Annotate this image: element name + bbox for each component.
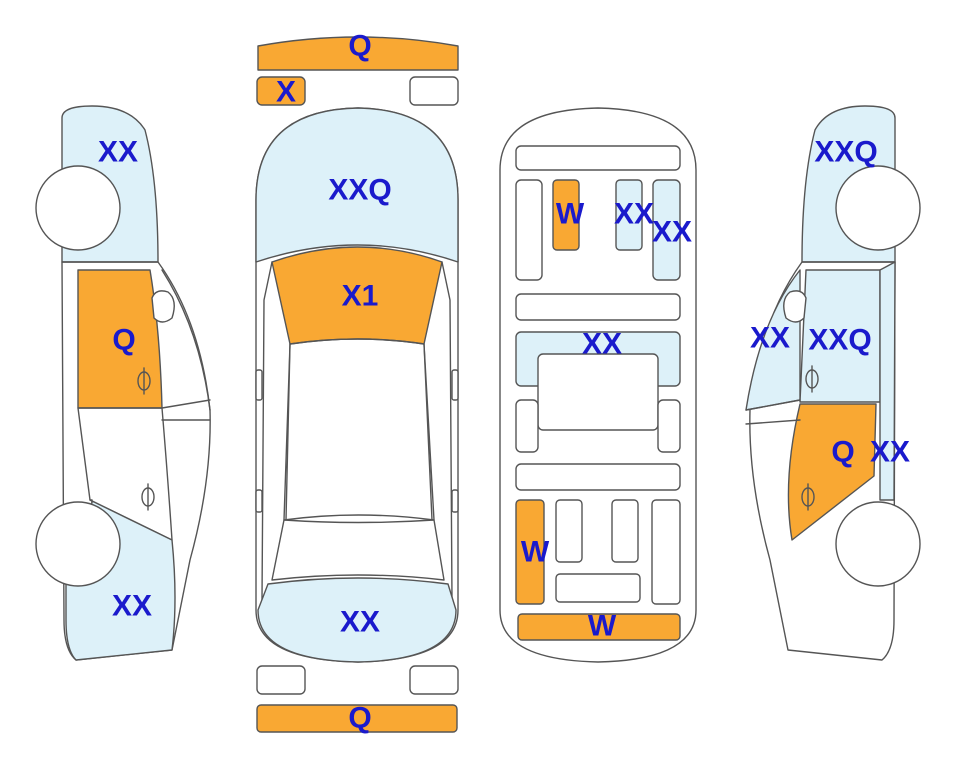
damage-labels: Q X XXQ X1 XX Q XX Q XX W XX XX XX W W X… (98, 30, 910, 735)
left-handle (255, 489, 263, 513)
roof-panel (283, 338, 435, 524)
label-right-front-door: XXQ (808, 324, 871, 357)
floor-rear-seat-1 (555, 499, 583, 563)
floor-rear-bar-small (555, 573, 641, 603)
rear-plate-right[interactable] (409, 665, 459, 695)
label-rear-bumper: Q (348, 702, 371, 735)
top-view (255, 36, 459, 733)
floor-right-seat[interactable] (652, 179, 681, 281)
label-right-rear-quarter: XX (870, 436, 910, 469)
floor-outline (499, 107, 697, 663)
right-belt-line-2 (745, 419, 801, 425)
left-mirror-side (151, 290, 175, 323)
label-floor-rear-left: W (521, 536, 550, 569)
label-left-rear-quarter: XX (112, 590, 152, 623)
floor-rear-bar[interactable] (517, 613, 681, 641)
right-mirror-side (783, 290, 807, 323)
label-floor-rear-bar: W (588, 610, 617, 643)
label-top-bumper-front: Q (348, 30, 371, 63)
front-bumper-bar[interactable] (257, 36, 459, 71)
floor-view (499, 107, 697, 663)
left-handle-front (137, 367, 151, 395)
front-plate-left[interactable] (256, 76, 306, 106)
front-plate-right[interactable] (409, 76, 459, 106)
right-rear-wheel (835, 501, 921, 587)
right-handle-front (805, 365, 819, 393)
label-top-plate-left: X (276, 76, 296, 109)
left-inner-line (285, 343, 291, 521)
floor-center-block (537, 353, 659, 431)
hood-panel[interactable] (255, 107, 459, 263)
label-floor-right-seat: XX (652, 216, 692, 249)
floor-left-seat[interactable] (552, 179, 580, 251)
label-windshield: X1 (342, 280, 379, 313)
floor-rear-seat-2 (611, 499, 639, 563)
left-belt-line (161, 399, 211, 409)
label-right-rear-door: Q (831, 436, 854, 469)
label-right-a-pillar: XX (750, 322, 790, 355)
floor-center-seat[interactable] (615, 179, 643, 251)
right-front-wheel (835, 165, 921, 251)
floor-bar-3 (515, 463, 681, 491)
floor-rear-left[interactable] (515, 499, 545, 605)
floor-bar-2 (515, 293, 681, 321)
label-floor-center-seat: XX (614, 198, 654, 231)
left-pillar-line (161, 269, 211, 411)
label-left-front-door: Q (112, 324, 135, 357)
label-right-front-fender: XXQ (814, 136, 877, 169)
trunk-panel[interactable] (257, 577, 457, 663)
right-mirror (451, 369, 459, 401)
rear-window (271, 514, 445, 581)
left-mirror (255, 369, 263, 401)
rear-plate-left[interactable] (256, 665, 306, 695)
label-left-front-fender: XX (98, 136, 138, 169)
rear-bumper-bar[interactable] (256, 704, 458, 733)
left-side-line (261, 261, 273, 601)
right-belt-line (745, 399, 801, 411)
right-inner-line (423, 343, 433, 521)
floor-front-bar (515, 145, 681, 171)
right-handle-rear (801, 483, 815, 511)
floor-rear-right (651, 499, 681, 605)
right-handle (451, 489, 459, 513)
right-side-view (745, 105, 921, 661)
left-rear-wheel (35, 501, 121, 587)
label-floor-middle-row: XX (582, 328, 622, 361)
label-rear-trunk: XX (340, 606, 380, 639)
floor-left-column (515, 179, 543, 281)
left-front-wheel (35, 165, 121, 251)
floor-right-small (657, 399, 681, 453)
left-side-view (35, 105, 211, 661)
label-floor-left-seat: W (556, 198, 585, 231)
label-hood: XXQ (328, 174, 391, 207)
left-handle-rear (141, 483, 155, 511)
right-side-line (441, 261, 453, 601)
floor-left-small (515, 399, 539, 453)
right-rear-quarter[interactable] (879, 261, 896, 501)
